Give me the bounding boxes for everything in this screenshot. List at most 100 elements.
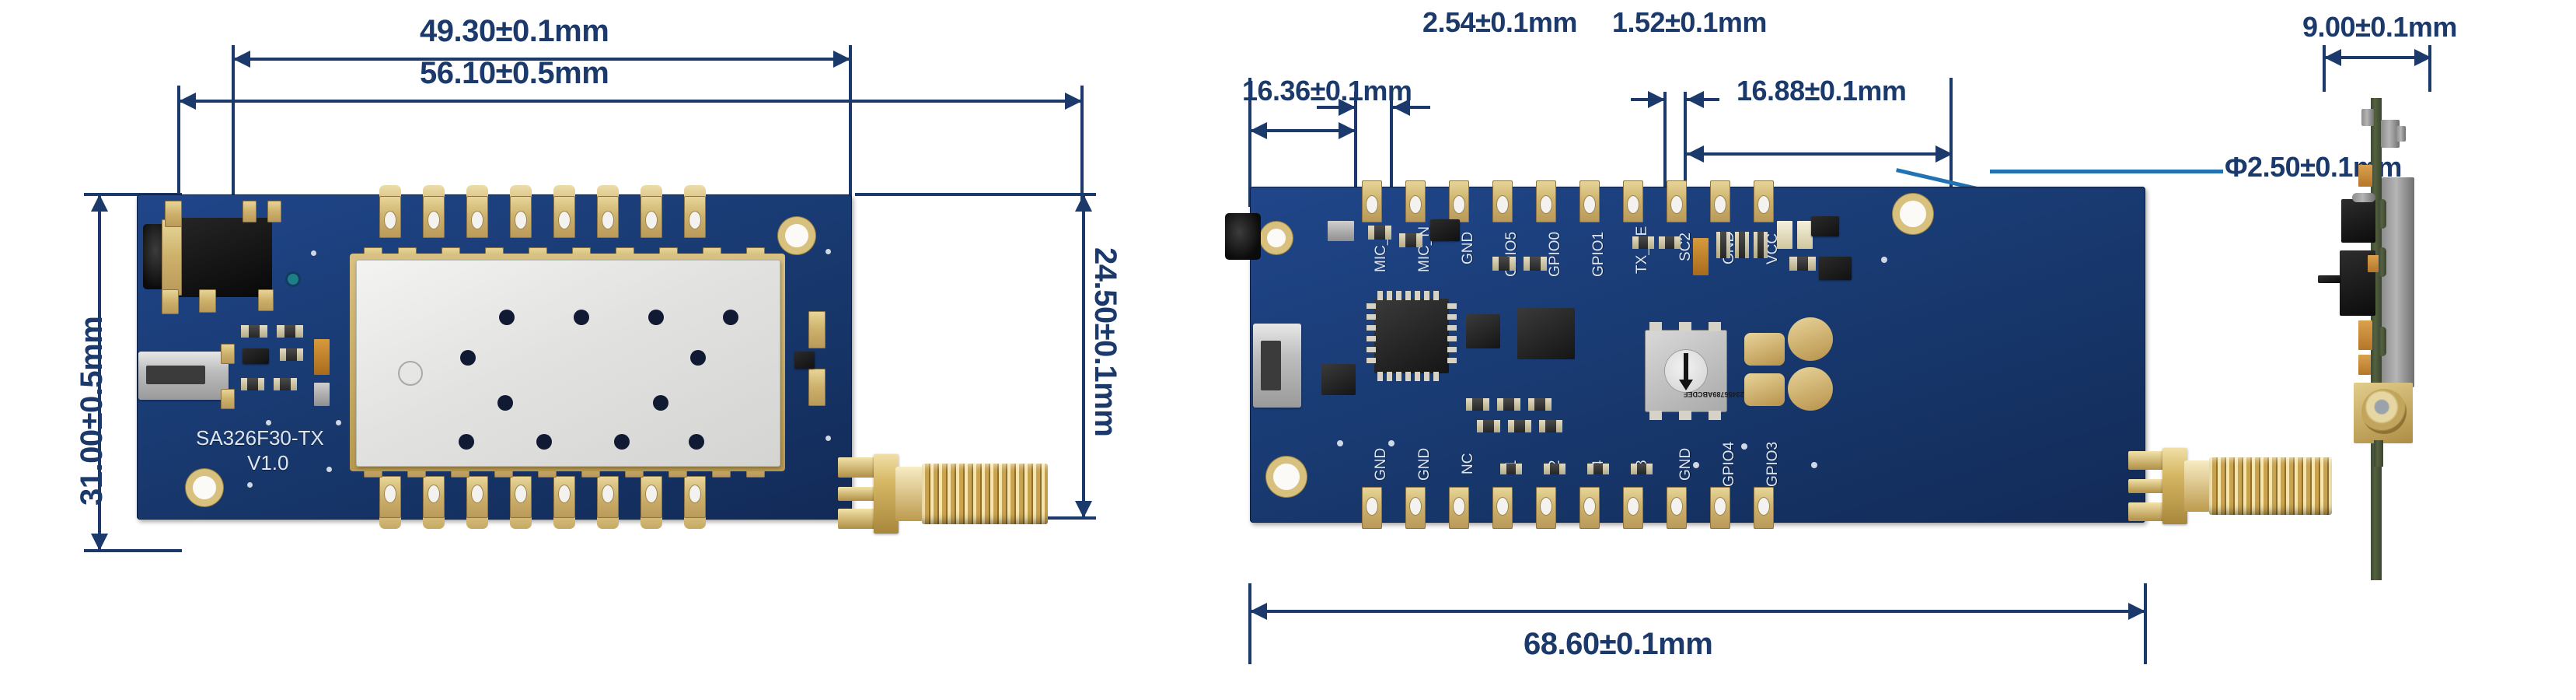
- side-view-sma-face: [2361, 389, 2407, 434]
- dim-label-offset-right: 16.88±0.1mm: [1737, 75, 1907, 107]
- side-view-shield-edge: [2382, 177, 2414, 387]
- pin-label-bottom-2: NC: [1460, 453, 1476, 474]
- dim-arrow-5610-right: [1065, 93, 1082, 110]
- audio-jack-tab-b2: [199, 289, 216, 313]
- dim-label-height-right: 24.50±0.1mm: [1088, 247, 1122, 437]
- dim-arrow-2450-top: [1075, 194, 1092, 212]
- mounting-hole-bottom-left: [193, 476, 216, 499]
- dim-label-height-left: 31.00±0.5mm: [75, 316, 109, 506]
- silk-version: V1.0: [247, 451, 289, 474]
- dim-arrow-4930-right: [833, 51, 850, 68]
- large-gold-pad-3: [1788, 367, 1833, 411]
- sma-flange-block: [874, 454, 899, 534]
- ext-line-2450-top: [855, 193, 1096, 196]
- ext-line-1688-right: [1949, 78, 1953, 207]
- dim-arrow-5610-left: [179, 93, 196, 110]
- dim-label-pitch-152: 1.52±0.1mm: [1612, 6, 1767, 38]
- sma-tab-bottom: [838, 509, 880, 529]
- dim-line-5610: [179, 100, 1082, 103]
- audio-jack-tab-b3: [258, 289, 274, 311]
- via-teal: [288, 274, 298, 285]
- ext-line-6860-right: [2144, 583, 2147, 664]
- large-gold-pad-4: [1744, 373, 1785, 406]
- audio-jack-tab-2: [243, 201, 257, 222]
- dim-arrow-254-in-left: [1339, 99, 1356, 116]
- ext-line-3100-bottom: [84, 549, 182, 552]
- sma-bv-threaded-barrel: [2209, 457, 2332, 515]
- ext-line-6860-left: [1248, 583, 1251, 664]
- pin-label-bottom-8: GPIO4: [1721, 441, 1737, 487]
- pin-label-top-5: GPIO1: [1590, 231, 1607, 277]
- test-pad-bv-top-left: [1267, 229, 1286, 247]
- codec-ic: [1517, 308, 1575, 359]
- dim-line-2450: [1082, 194, 1085, 518]
- sma-bv-flange-block: [2162, 448, 2187, 524]
- silk-part-number: SA326F30-TX: [196, 426, 324, 450]
- dim-arrow-4930-left: [233, 51, 250, 68]
- pin-label-bottom-0: GND: [1373, 447, 1389, 481]
- pin-label-top-4: GPIO0: [1547, 231, 1563, 277]
- dim-line-6860: [1250, 610, 2145, 613]
- mounting-hole-bv-bottom-left: [1273, 464, 1300, 490]
- dim-label-width-outer: 56.10±0.5mm: [420, 56, 609, 90]
- shield-pin1-marker: [398, 361, 423, 386]
- ext-line-900-right: [2428, 45, 2431, 92]
- mounting-hole-top-right: [785, 224, 808, 247]
- dim-arrow-2450-bottom: [1075, 501, 1092, 518]
- large-gold-pad-1: [1744, 333, 1785, 366]
- dim-arrow-152-in-right: [1687, 91, 1704, 108]
- dim-label-thickness: 9.00±0.1mm: [2302, 11, 2457, 43]
- sma-bv-tab-bottom: [2128, 502, 2167, 521]
- side-view-cap-1: [2358, 165, 2372, 187]
- dim-arrow-1688-left: [1687, 145, 1704, 163]
- sma-bv-tab-top: [2128, 451, 2167, 470]
- side-view-slot-3: [2379, 327, 2386, 356]
- sma-center-pin: [838, 487, 880, 501]
- ext-line-4930-right: [849, 45, 852, 208]
- dim-arrow-152-in-left: [1648, 91, 1665, 108]
- dim-label-pitch-254: 2.54±0.1mm: [1422, 6, 1577, 38]
- side-view-slot-2: [2379, 247, 2386, 277]
- mcu-qfn-chip: [1374, 299, 1449, 373]
- dim-arrow-3100-top: [91, 194, 108, 212]
- side-view-cap-3: [2358, 320, 2372, 350]
- audio-jack-tab-3: [267, 201, 281, 222]
- ext-line-152-right: [1684, 92, 1687, 222]
- leader-line-hole-dia: [1990, 170, 2223, 173]
- ext-line-4930-left: [232, 45, 235, 208]
- ext-line-152-left: [1663, 92, 1667, 222]
- ext-line-254-right: [1390, 92, 1393, 222]
- rotary-switch-scale: 0123456789ABCDEF: [1684, 390, 1752, 398]
- ext-line-254-left: [1354, 92, 1357, 222]
- dim-label-overall-length: 68.60±0.1mm: [1524, 627, 1713, 661]
- pin-label-top-2: GND: [1460, 231, 1476, 264]
- ext-line-5610-right: [1080, 86, 1084, 208]
- usb-tab-top: [221, 344, 235, 364]
- dim-line-254-left: [1317, 106, 1354, 109]
- dim-arrow-6860-left: [1250, 603, 1267, 620]
- side-view-sma-stub: [2374, 440, 2383, 467]
- small-ic-2: [1321, 364, 1356, 395]
- dim-line-1636: [1250, 129, 1356, 132]
- dim-label-offset-left: 16.36±0.1mm: [1242, 75, 1412, 107]
- dim-arrow-254-in-right: [1393, 99, 1410, 116]
- pin-label-bottom-7: GND: [1677, 447, 1694, 481]
- audio-jack-tab-bottom: [162, 289, 179, 314]
- audio-jack-pin-left: [162, 219, 182, 296]
- rotary-switch-pointer: [1684, 353, 1688, 386]
- side-view-cap-4: [2358, 355, 2371, 375]
- micro-usb-bv-opening: [1261, 341, 1281, 390]
- dim-arrow-1688-right: [1935, 145, 1953, 163]
- sma-threaded-barrel: [922, 464, 1048, 524]
- sma-bv-center-pin: [2128, 479, 2167, 493]
- pin-label-top-6: TX_DE: [1634, 226, 1650, 274]
- mounting-hole-bv-top-right: [1900, 201, 1926, 227]
- dim-line-152-left: [1631, 98, 1663, 101]
- sma-bv-nose: [2184, 460, 2211, 512]
- audio-jack-body: [166, 218, 272, 297]
- dim-arrow-900-left: [2324, 49, 2341, 66]
- sma-nose: [895, 467, 923, 521]
- ext-line-1636-left: [1248, 78, 1251, 207]
- micro-usb-opening: [146, 366, 205, 384]
